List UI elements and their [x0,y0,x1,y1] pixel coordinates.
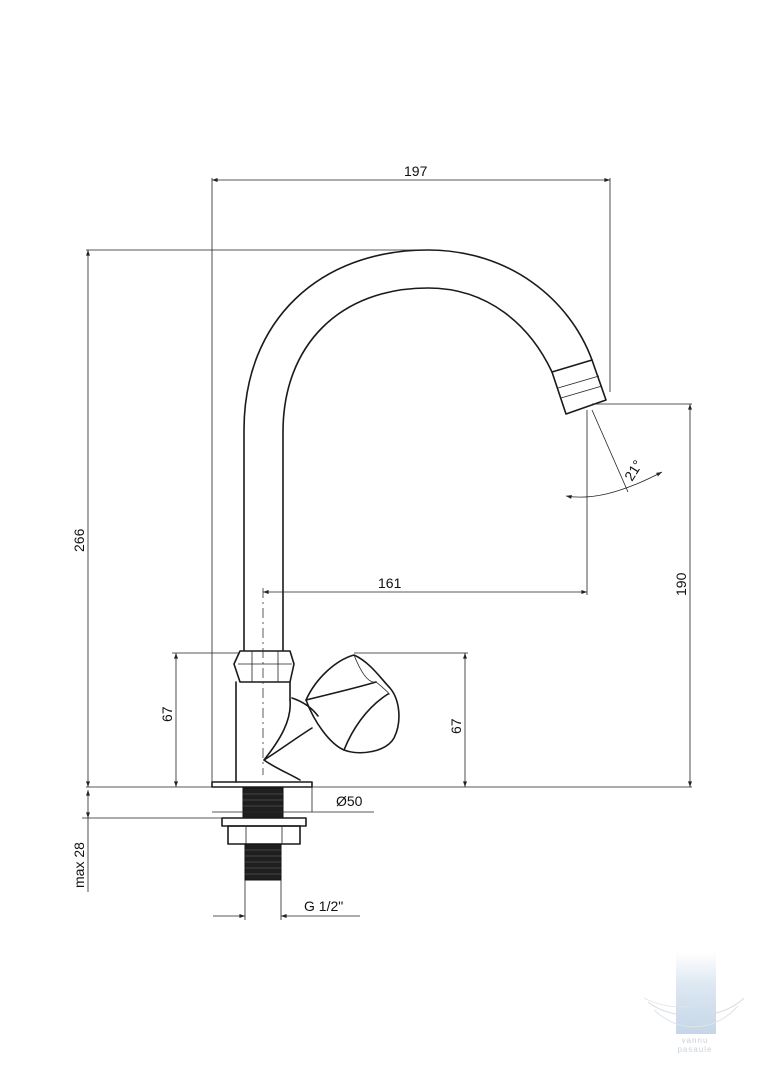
mounting-shank [242,787,284,819]
dim-label-161: 161 [378,575,402,591]
spout-inner-contour [282,287,553,651]
valve-body [235,681,291,783]
watermark-line1: vannu [681,1036,709,1045]
watermark-graphic [643,952,745,1034]
dim-label-67-right: 67 [448,718,464,734]
dim-label-angle-21: 21° [621,457,646,483]
dim-label-diameter-50: Ø50 [336,793,363,809]
spout-outer-contour [243,249,593,651]
dim-label-67-left: 67 [159,706,175,722]
dimension-lines [82,178,692,920]
watermark-logo: vannu pasaule [640,950,750,1070]
dim-label-190: 190 [673,572,689,596]
base-flange [211,781,313,788]
locking-nut [221,817,307,845]
dim-label-197: 197 [404,163,428,179]
aerator-nozzle [551,359,607,415]
handle-stem [263,697,319,761]
dim-label-266: 266 [71,528,87,552]
tap-handle [305,654,400,754]
spout-hex-nut [233,650,295,683]
dim-label-thread-g12: G 1/2" [304,898,343,914]
dim-label-max-28: max 28 [71,842,87,888]
faucet-outline [211,249,607,881]
watermark-line2: pasaule [677,1045,713,1054]
